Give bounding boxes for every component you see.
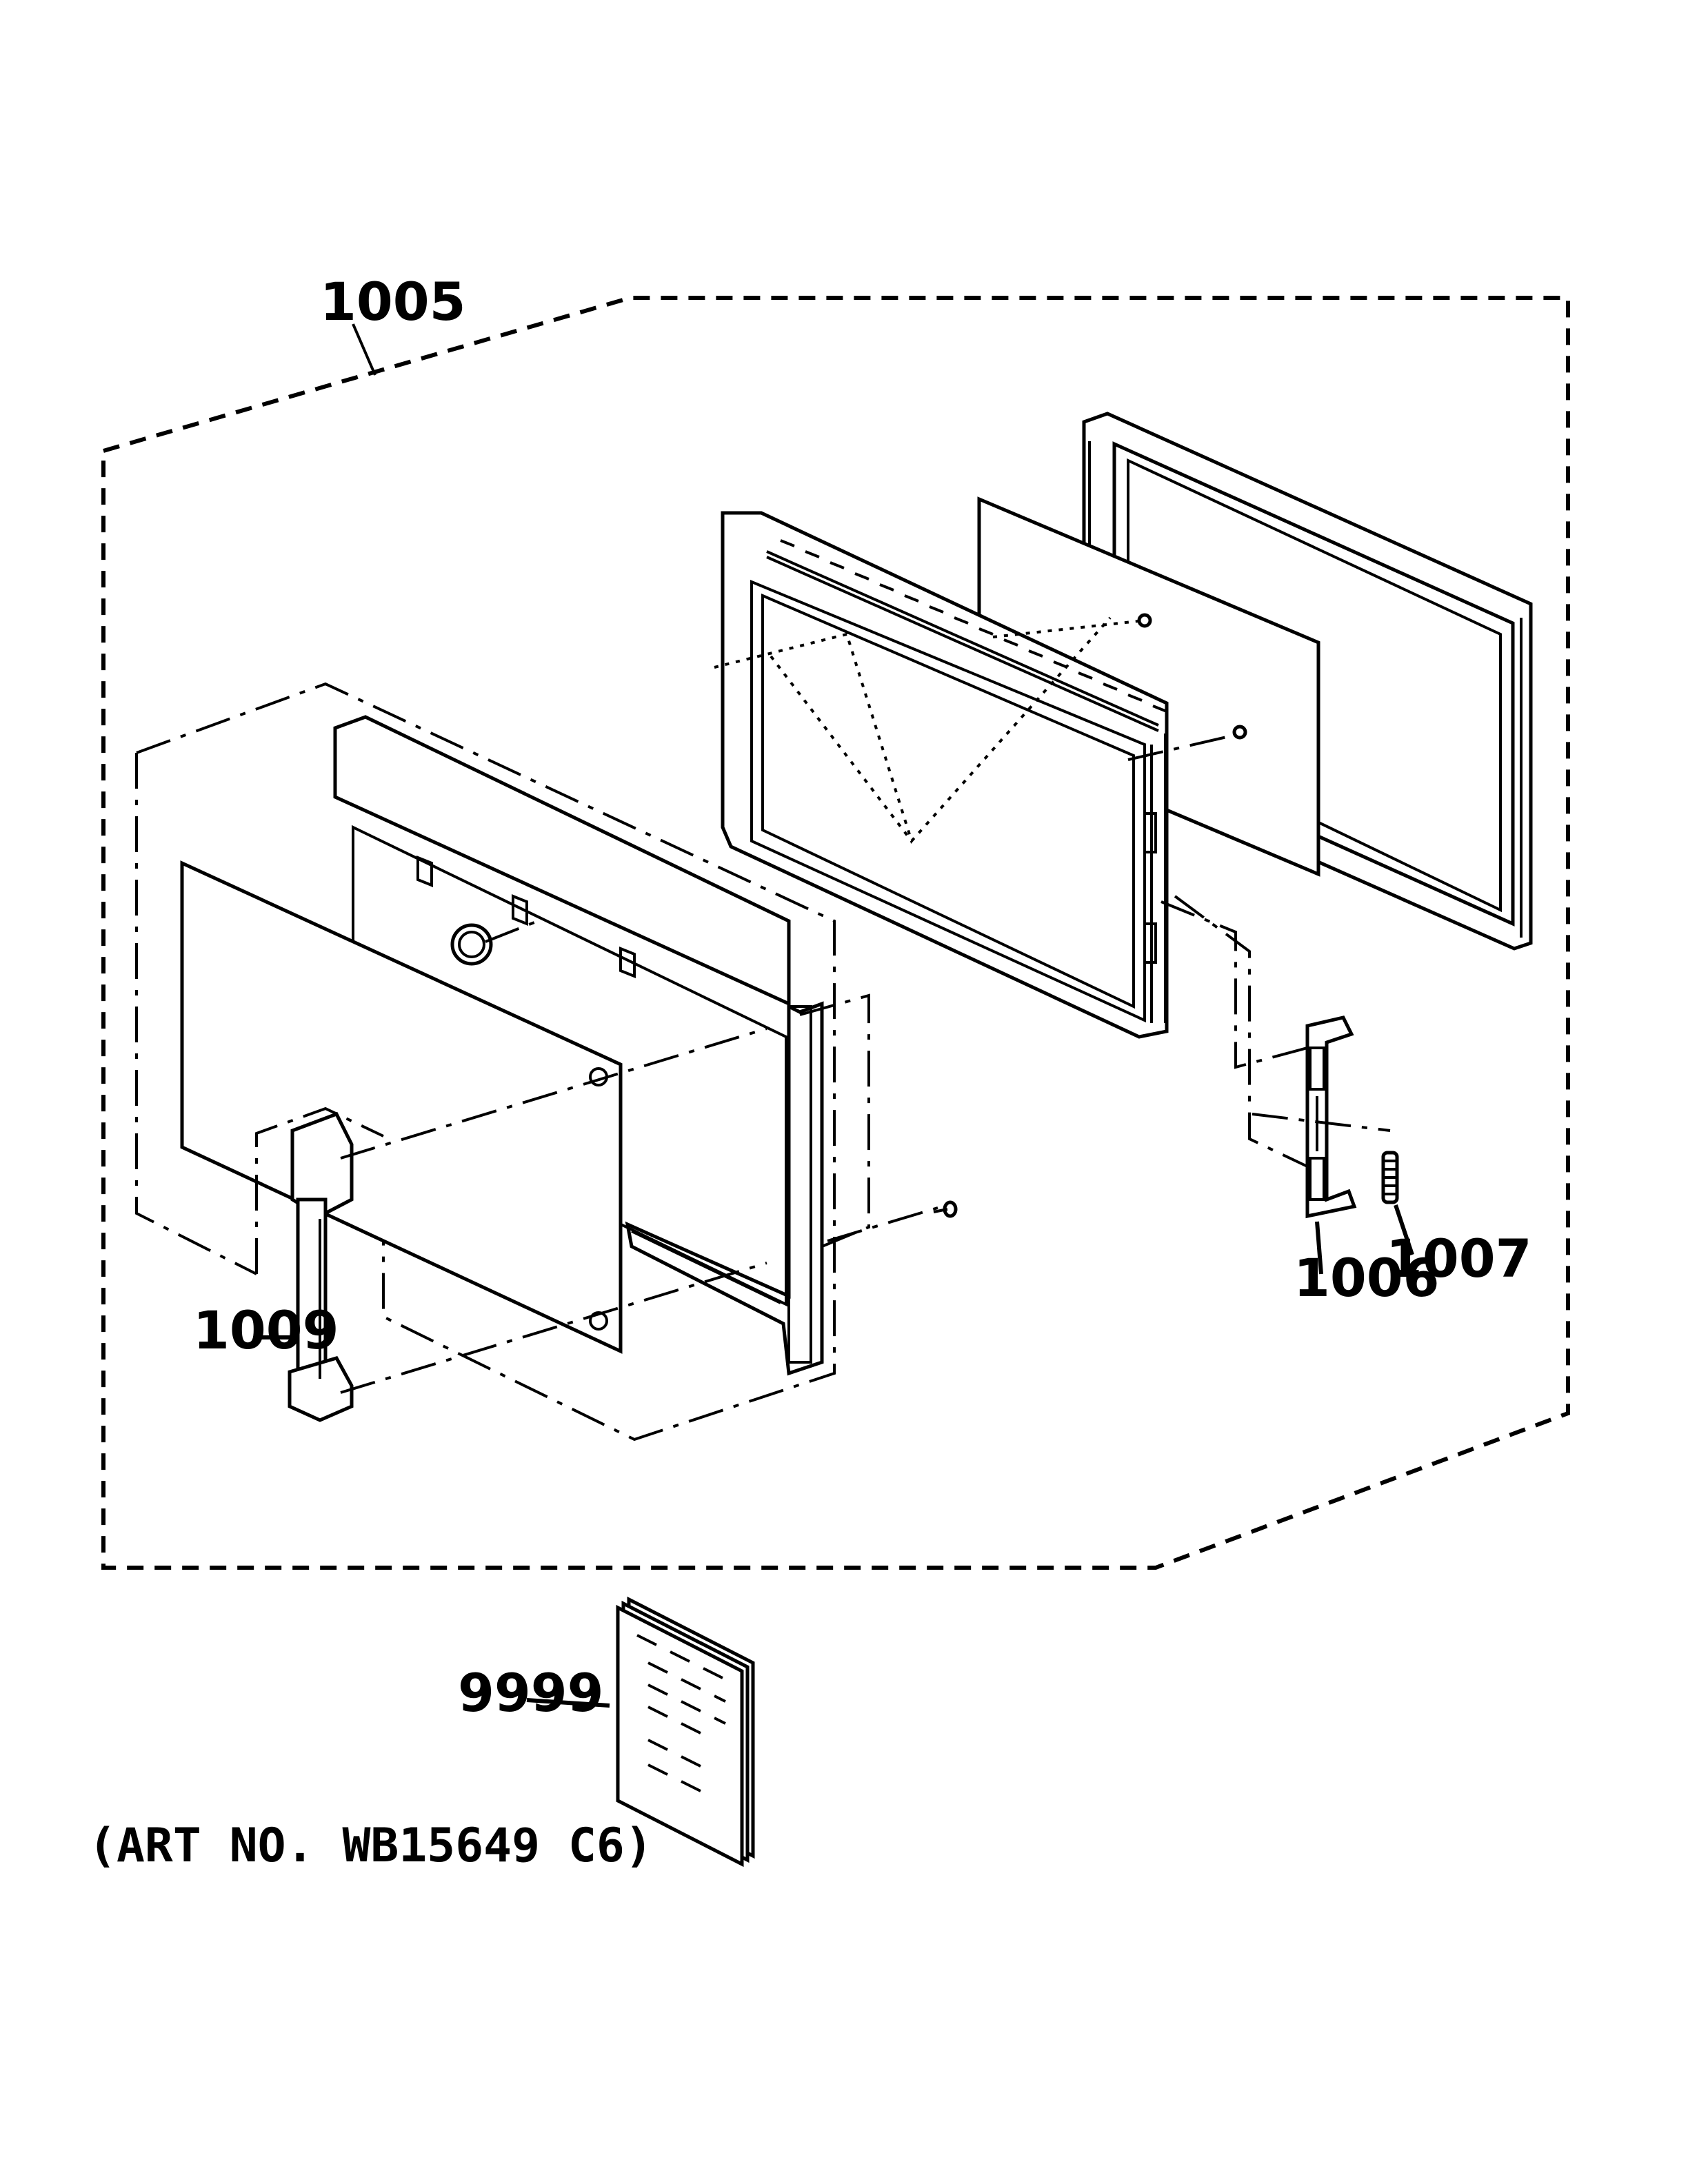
manual-booklet-icon xyxy=(616,1596,755,1868)
callout-9999: 9999 xyxy=(458,1662,604,1723)
handle-projection-lines xyxy=(255,993,938,1394)
front-glass-panel xyxy=(180,860,623,1354)
projection-lines xyxy=(714,616,1236,844)
callout-1006-leader xyxy=(1315,1221,1323,1275)
assembly-1005-boundary xyxy=(101,296,1570,1570)
screw-icon xyxy=(933,1200,958,1218)
callout-9999-leader xyxy=(526,1698,610,1708)
callout-1005: 1005 xyxy=(320,271,466,332)
callout-1005-leader xyxy=(352,323,376,376)
screw-icon xyxy=(1137,613,1247,740)
art-number-label: (ART NO. WB15649 C6) xyxy=(88,1819,653,1873)
door-frame-body xyxy=(333,715,824,1376)
door-latch xyxy=(1305,1015,1357,1219)
callout-1007: 1007 xyxy=(1386,1228,1532,1289)
latch-projection-lines xyxy=(1160,895,1391,1168)
callout-1006: 1006 xyxy=(1294,1247,1440,1308)
callout-1007-leader xyxy=(1394,1204,1414,1255)
panel-hole-lower xyxy=(589,1311,608,1331)
door-panel-outline xyxy=(135,682,836,1442)
inner-door-frame xyxy=(721,511,1169,1039)
door-handle xyxy=(288,1111,354,1422)
latch-spring xyxy=(1381,1151,1399,1204)
callout-1009: 1009 xyxy=(193,1300,339,1361)
